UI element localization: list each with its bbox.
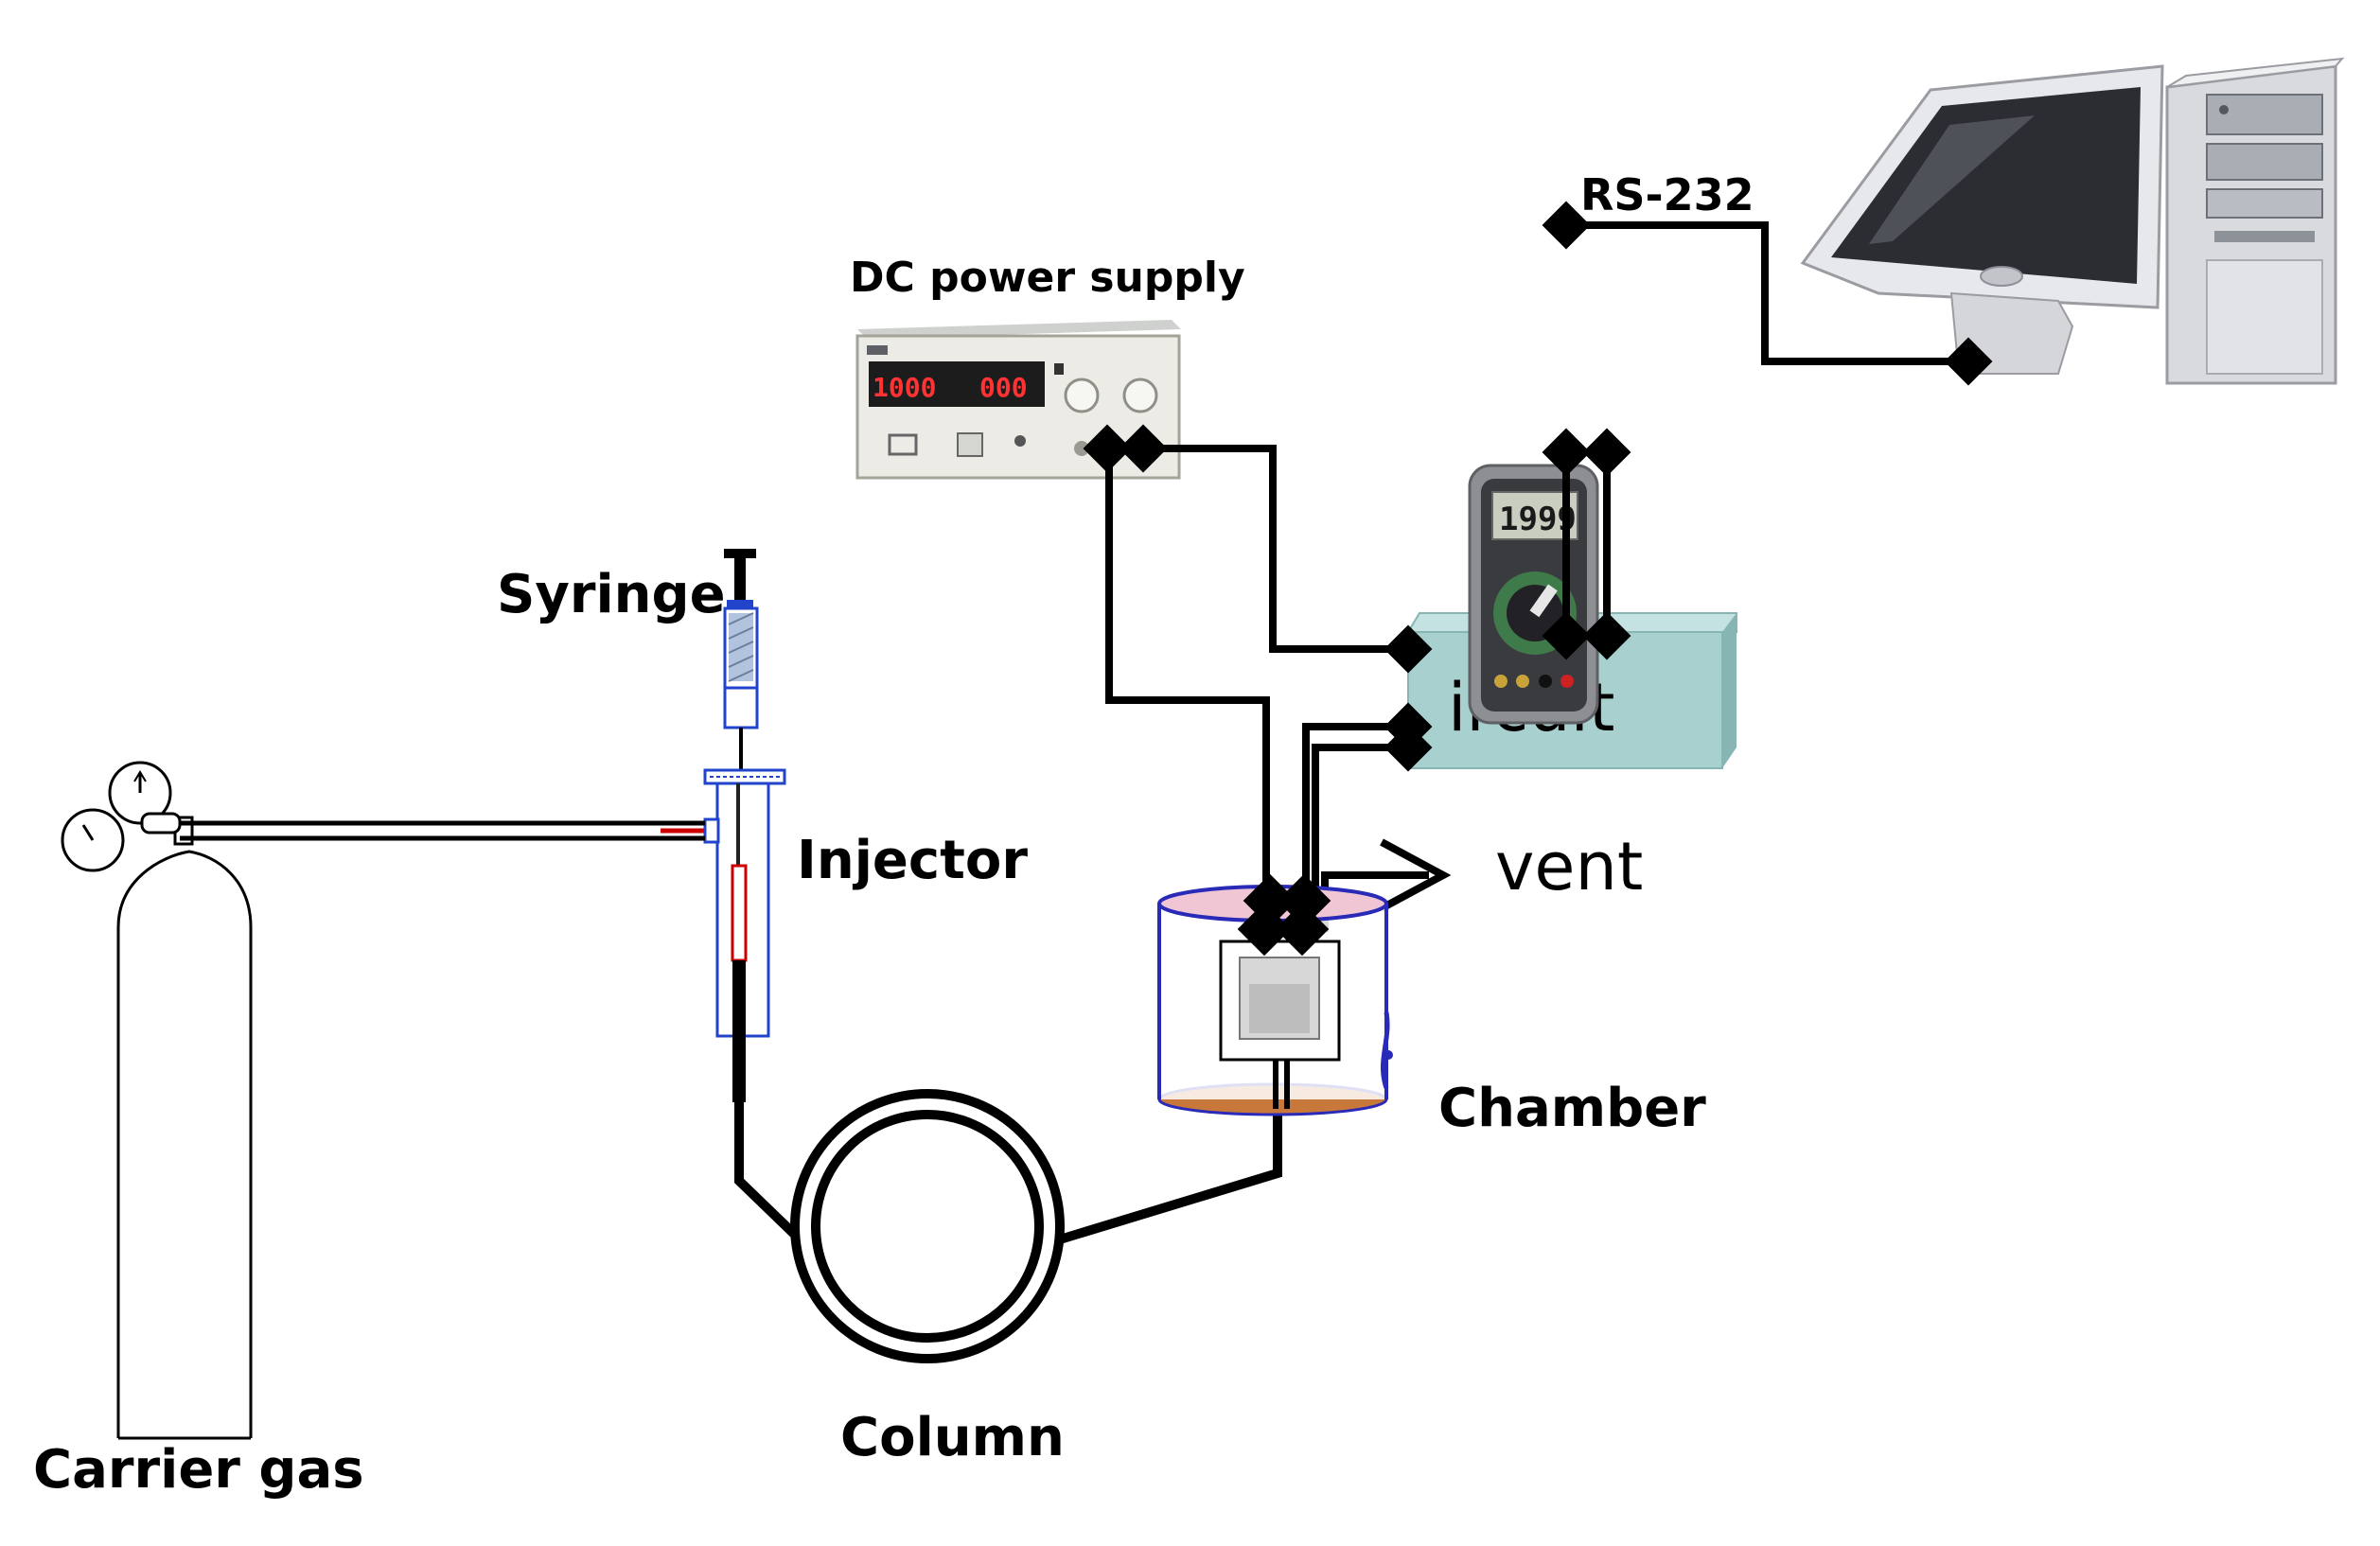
gas-cylinder-icon (61, 761, 253, 1440)
diamond-connector-icon (1119, 424, 1168, 473)
injector-icon (703, 768, 786, 1102)
multimeter-icon: 1999 (1468, 464, 1599, 725)
connectors (1083, 201, 1993, 772)
desktop-computer-icon (1800, 57, 2345, 385)
diamond-connector-icon (1083, 424, 1132, 473)
rs232-label: RS-232 (1580, 169, 1754, 220)
diamond-connector-icon (1384, 624, 1433, 674)
syringe-icon (723, 549, 759, 776)
diamond-connector-icon (1542, 201, 1591, 250)
power-display-left: 1000 (873, 372, 936, 403)
chamber-label: Chamber (1438, 1078, 1706, 1139)
carrier-gas-label: Carrier gas (33, 1439, 364, 1501)
diamond-connector-icon (1582, 428, 1631, 477)
diamond-connector-icon (1582, 611, 1631, 660)
dc-power-supply-label: DC power supply (850, 254, 1245, 302)
coiled-column-icon (734, 1089, 1282, 1363)
chamber-wires (1302, 723, 1408, 932)
rs232-cable (1566, 221, 1968, 365)
gas-supply-tube (180, 820, 705, 841)
multimeter-wires (1562, 452, 1611, 636)
syringe-label: Syringe (497, 564, 726, 625)
diamond-connector-icon (1384, 723, 1433, 772)
column-label: Column (840, 1407, 1065, 1468)
diamond-connector-icon (1542, 611, 1591, 660)
diamond-connector-icon (1542, 428, 1591, 477)
vent-label: vent (1495, 828, 1643, 905)
injector-label: Injector (797, 830, 1028, 891)
sensor-chamber-icon (1157, 873, 1393, 1116)
dc-power-supply-icon: 1000 000 (855, 320, 1181, 480)
power-supply-wires (1105, 445, 1408, 932)
power-display-right: 000 (979, 372, 1028, 403)
